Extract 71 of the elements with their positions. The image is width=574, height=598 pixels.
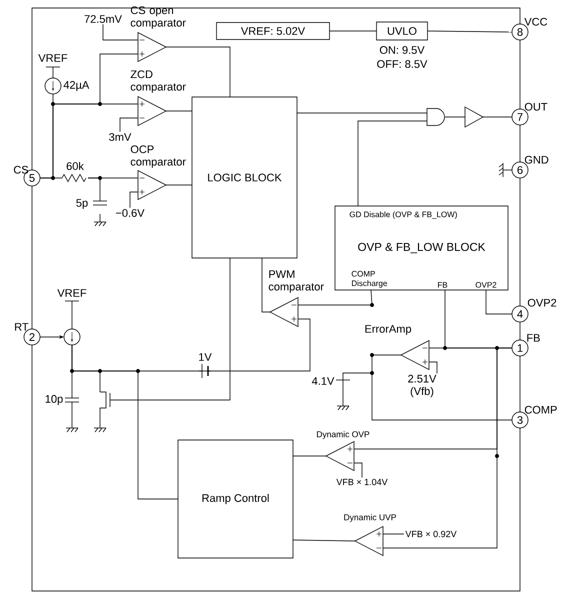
wire [166,46,230,98]
wire [110,258,230,400]
wire [292,540,356,542]
pin: 8 VCC [512,18,548,40]
wire [88,178,100,202]
node-label: VCC [524,18,548,26]
reference-box: VREF: 5.02V [216,22,330,40]
node-label: OFF: 8.5V [377,60,428,68]
block: Ramp Control [178,440,294,558]
reference-value: 3mV [109,133,132,141]
current-source [64,328,80,346]
wire [166,184,192,186]
node-label: OCP comparator [130,145,186,168]
node-label: CS open comparator [130,6,186,29]
wire [72,344,100,392]
wire [120,118,138,132]
node-label: ON: 9.5V [380,46,425,54]
block: GD Disable (OVP & FB_LOW) OVP & FB_LOW BLOCK COMP Discharge FB OVP2 [334,206,508,290]
pin: 1 FB [512,334,540,356]
transistor [94,392,110,432]
block: UVLO ON: 9.5V OFF: 8.5V [376,22,428,68]
value-label: VREF [57,289,86,297]
node-label: COMP [524,406,557,414]
node-label: Dynamic UVP [344,514,396,522]
node-label: RT [15,323,28,331]
wire [428,362,438,374]
node-label: Dynamic OVP [317,431,370,439]
node-label: 42µA [64,81,90,91]
wire [130,192,138,208]
value-label: 1V [199,353,212,361]
pin: 5 CS [14,166,40,186]
value-label: 10p [46,395,63,405]
and-gate [426,108,445,126]
wire [444,116,466,118]
pin: 6 GND [512,156,548,178]
node-label: OVP2 [528,298,556,307]
pin: 2 RT [15,323,40,346]
wire [372,354,512,420]
node-label: ErrorAmp [365,325,412,335]
node-label: OUT [524,102,548,111]
capacitor: 5p [76,199,108,226]
node-label: FB [527,334,540,342]
wire [358,120,428,206]
wire [354,462,362,478]
pin: 3 COMP [512,406,557,428]
pin: 4 OVP2 [512,298,556,322]
wire [329,30,377,32]
wire [298,290,372,306]
wire [427,30,512,32]
node-label: PWM comparator [268,270,324,293]
wire [262,258,270,312]
pin: 7 OUT [512,102,548,126]
block: LOGIC BLOCK [192,96,298,258]
reference-value: 2.51V (Vfb) [408,374,436,398]
reference-value: −0.6V [116,209,144,217]
wire [482,116,512,118]
value-label: VREF [38,54,68,62]
wire [102,24,138,40]
wire [40,94,54,178]
reference-value: VFB × 1.04V [336,478,388,486]
wire [296,112,428,114]
value-label: 4.1V [312,377,334,385]
wire [166,110,192,112]
reference-value: 72.5mV [84,15,122,23]
node-label: GND [524,156,548,164]
node-label: ZCD comparator [130,70,186,93]
current-source: 42µA [44,78,90,94]
resistor: 60k [62,162,86,182]
reference-value: VFB × 0.92V [405,530,457,538]
wire [486,290,512,314]
node-label: CS [14,166,28,174]
